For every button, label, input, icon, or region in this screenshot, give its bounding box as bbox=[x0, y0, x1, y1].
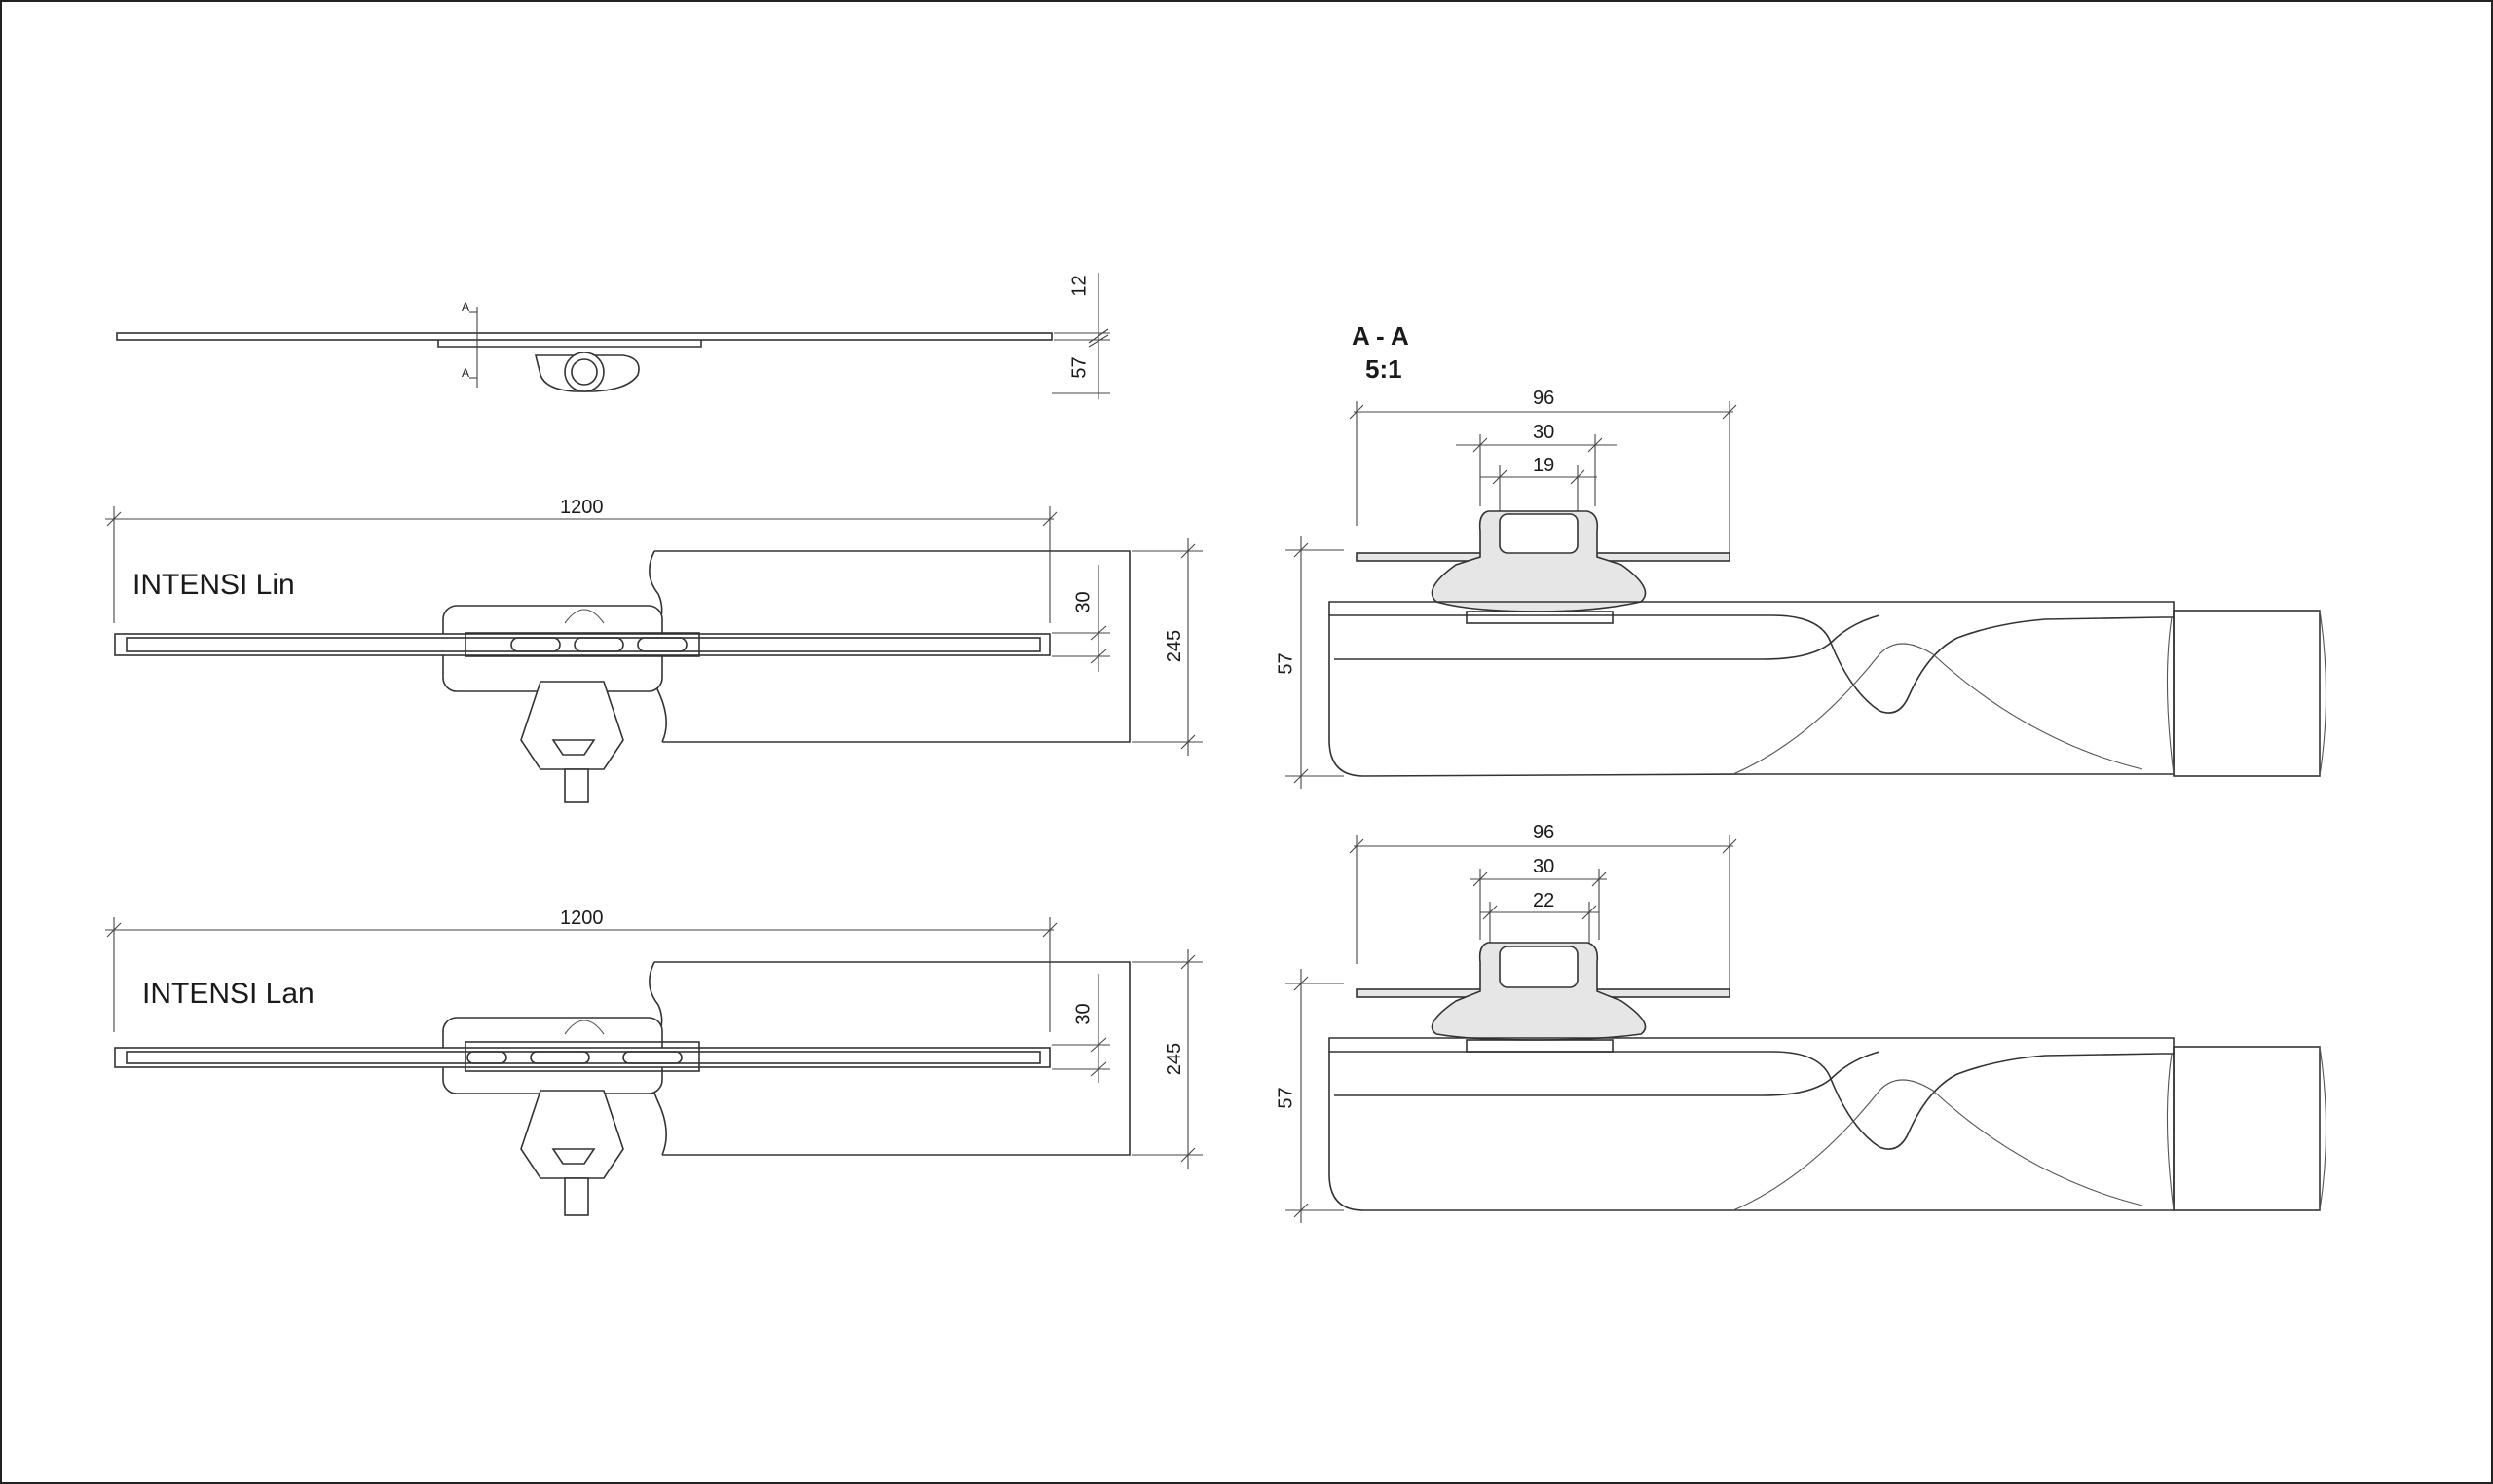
dim-sec1-mid: 30 bbox=[1533, 422, 1555, 443]
dim-sec2-height: 57 bbox=[1275, 1087, 1297, 1109]
section-marker-top: A bbox=[462, 300, 470, 314]
section-scale: 5:1 bbox=[1365, 354, 1402, 384]
section-marker-bottom: A bbox=[462, 366, 470, 380]
section-view-1 bbox=[1285, 401, 2327, 789]
dim-length-lin: 1200 bbox=[560, 497, 604, 518]
dim-sec2-outer: 96 bbox=[1533, 822, 1555, 843]
dim-side-height: 57 bbox=[1068, 356, 1091, 379]
dim-sec1-outer: 96 bbox=[1533, 388, 1555, 409]
dim-sec1-height: 57 bbox=[1275, 652, 1297, 675]
product-title-lin: INTENSI Lin bbox=[132, 569, 295, 601]
dim-slot-lan: 30 bbox=[1072, 1003, 1095, 1025]
dim-sec2-mid: 30 bbox=[1533, 856, 1555, 877]
dim-length-lan: 1200 bbox=[560, 908, 604, 929]
dim-slot-lin: 30 bbox=[1072, 591, 1095, 613]
product-title-lan: INTENSI Lan bbox=[142, 978, 315, 1010]
section-view-2 bbox=[1285, 835, 2327, 1223]
dim-sec1-inner: 19 bbox=[1533, 455, 1555, 476]
side-view bbox=[116, 273, 1110, 399]
plan-view-lan bbox=[105, 917, 1203, 1216]
dim-sec2-inner: 22 bbox=[1533, 890, 1555, 911]
dim-depth-lin: 245 bbox=[1164, 629, 1186, 663]
dim-depth-lan: 245 bbox=[1164, 1042, 1186, 1076]
dim-side-thickness: 12 bbox=[1068, 275, 1091, 297]
section-title: A - A bbox=[1352, 321, 1409, 351]
plan-view-lin bbox=[105, 506, 1203, 803]
